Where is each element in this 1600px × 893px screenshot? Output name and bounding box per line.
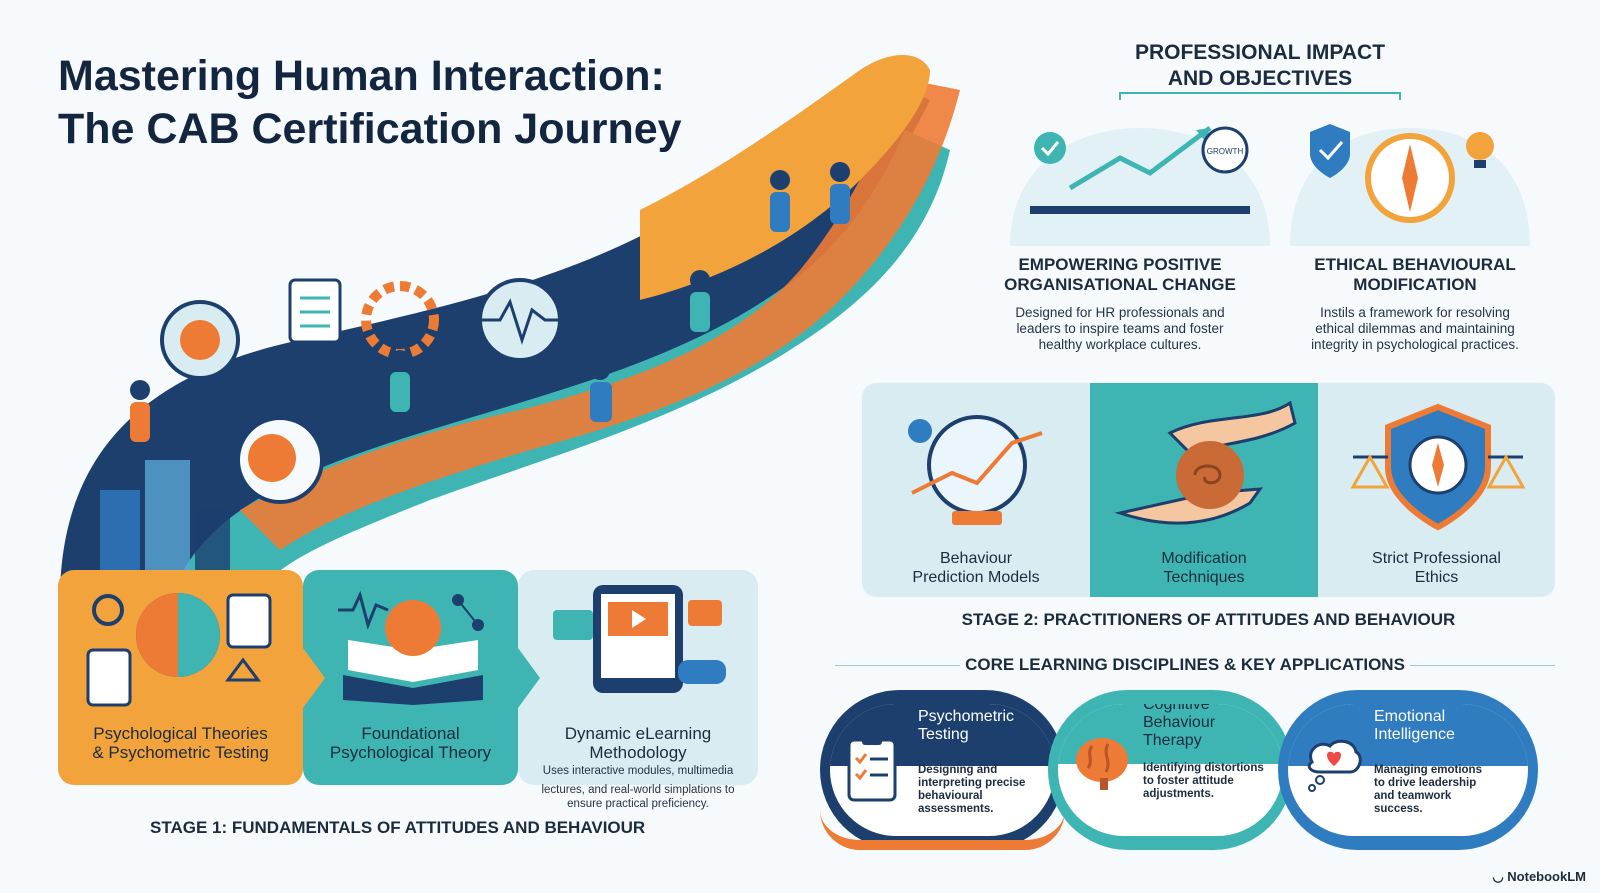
stage1-card-foundational: Foundational Psychological Theory <box>303 570 518 785</box>
person-climber-5 <box>130 380 150 400</box>
growth-badge-icon <box>1201 126 1249 174</box>
page-title: Mastering Human Interaction: The CAB Cer… <box>58 50 818 156</box>
core-item-title: Emotional Intelligence <box>1374 708 1455 743</box>
heart-thought-icon <box>1307 739 1362 792</box>
lightbulb-icon <box>1466 132 1494 160</box>
shield-check-icon <box>1310 124 1350 178</box>
book-brain-icon <box>338 590 484 705</box>
core-heading: CORE LEARNING DISCIPLINES & KEY APPLICAT… <box>960 655 1410 675</box>
stage2-card-modification: Modification Techniques <box>1090 383 1318 597</box>
chevron-right-icon <box>518 648 540 708</box>
growth-arrow-icon <box>1068 126 1212 191</box>
core-item-description: Identifying distortions to foster attitu… <box>1143 762 1264 800</box>
building-2 <box>145 460 190 580</box>
objectives-heading: PROFESSIONAL IMPACT AND OBJECTIVES <box>1090 40 1430 92</box>
objectives-bracket <box>1119 92 1401 100</box>
stage1-card-label: Foundational Psychological Theory <box>329 724 492 762</box>
brain-icon-1 <box>180 320 220 360</box>
pulse-line <box>480 298 620 345</box>
brand-mark: ◡ NotebookLM <box>1492 869 1586 885</box>
brain-icon-2 <box>248 434 296 482</box>
stage2-card-label: Strict Professional Ethics <box>1372 550 1501 586</box>
person-climber-2 <box>830 162 850 182</box>
core-item-title: Psychometric Testing <box>918 708 1015 743</box>
core-item-emotional-intelligence: Emotional Intelligence Managing emotions… <box>1278 690 1538 850</box>
core-item-description: Managing emotions to drive leadership an… <box>1374 764 1482 815</box>
stage1-cards: Dynamic eLearning Methodology Uses inter… <box>58 570 758 785</box>
stage1-card-elearning: Dynamic eLearning Methodology Uses inter… <box>518 570 758 785</box>
stage1-card-description: Uses interactive modules, multimedia <box>542 765 734 777</box>
objective-organisational-change: EMPOWERING POSITIVE ORGANISATIONAL CHANG… <box>985 255 1255 353</box>
tablet-video-icon <box>553 585 726 693</box>
shield-scales-icon <box>1350 403 1526 531</box>
stage2-card-label: Behaviour Prediction Models <box>912 550 1040 586</box>
stage2-cards: Behaviour Prediction Models Modification… <box>862 383 1555 597</box>
objectives-illustrations: GROWTH <box>1010 92 1530 246</box>
person-climber-1 <box>770 170 790 190</box>
stage2-card-prediction: Behaviour Prediction Models <box>862 383 1090 597</box>
objective-description: Designed for HR professionals and leader… <box>1015 305 1225 352</box>
stage2-card-label: Modification Techniques <box>1161 550 1247 586</box>
stage2-card-ethics: Strict Professional Ethics <box>1318 383 1555 597</box>
stage1-card-label: Psychological Theories & Psychometric Te… <box>92 724 269 762</box>
person-climber-6 <box>390 350 410 370</box>
objective-ethical-modification: ETHICAL BEHAVIOURAL MODIFICATION Instils… <box>1280 255 1550 353</box>
objective-description: Instils a framework for resolving ethica… <box>1311 305 1519 352</box>
objective-title: ETHICAL BEHAVIOURAL MODIFICATION <box>1314 255 1516 294</box>
building-1 <box>100 490 140 580</box>
stage2-title: STAGE 2: PRACTITIONERS OF ATTITUDES AND … <box>961 610 1456 629</box>
brand-label: NotebookLM <box>1507 869 1586 884</box>
stage1-title: STAGE 1: FUNDAMENTALS OF ATTITUDES AND B… <box>150 818 646 837</box>
meeting-table <box>1030 206 1250 214</box>
stage1-card-theories: Psychological Theories & Psychometric Te… <box>58 570 303 785</box>
stage1-card-label: Dynamic eLearning Methodology <box>564 724 712 762</box>
clipboard-check-icon <box>847 735 897 802</box>
building-3 <box>195 510 230 580</box>
person-climber-4 <box>590 360 610 380</box>
brain-icon <box>1076 738 1128 790</box>
brain-clipboard-icon <box>86 593 272 707</box>
objective-title: EMPOWERING POSITIVE ORGANISATIONAL CHANG… <box>1004 255 1236 294</box>
growth-badge-label: GROWTH <box>1207 147 1244 156</box>
core-item-cbt: Cognitive Behaviour Therapy Identifying … <box>1048 690 1293 850</box>
chevron-right-icon <box>303 648 325 708</box>
journey-illustration <box>60 55 960 600</box>
crystal-ball-icon <box>908 415 1043 525</box>
check-circle-icon <box>1034 132 1066 164</box>
objectives-heading-line-1: PROFESSIONAL IMPACT <box>1134 41 1386 64</box>
person-climber-3 <box>690 270 710 290</box>
core-item-title: Cognitive Behaviour Therapy <box>1143 704 1216 749</box>
hands-clay-icon <box>1114 400 1297 525</box>
notebook-logo-icon: ◡ <box>1492 869 1504 884</box>
elearning-description-extra: lectures, and real-world simplations to … <box>541 784 735 810</box>
objectives-heading-line-2: AND OBJECTIVES <box>1167 67 1353 90</box>
title-line-2: The CAB Certification Journey <box>58 105 682 153</box>
core-item-psychometric: Psychometric Testing Designing and inter… <box>820 690 1065 850</box>
title-line-1: Mastering Human Interaction: <box>58 52 665 100</box>
core-item-description: Designing and interpreting precise behav… <box>918 764 1026 815</box>
